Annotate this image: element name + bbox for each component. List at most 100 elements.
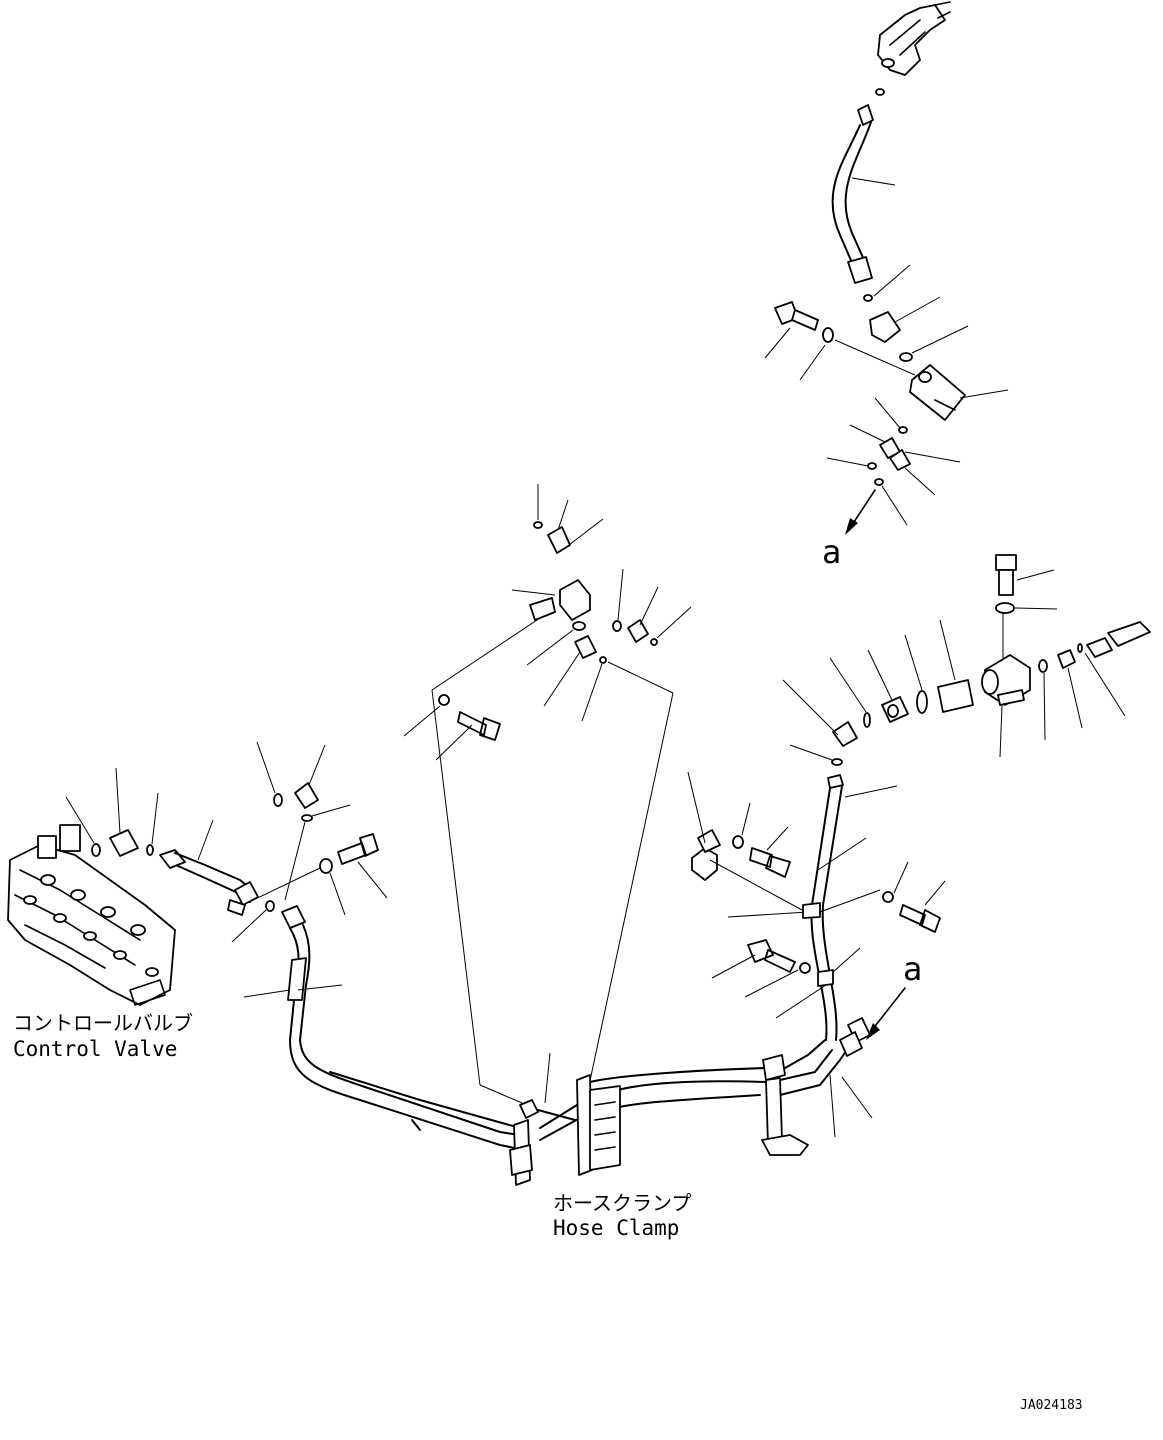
- leader-washer-clamp-right: [893, 861, 909, 894]
- o-ring-left-mid: [301, 814, 313, 822]
- leader-cap-nut: [867, 649, 893, 701]
- leader-hose-fitting-right: [1084, 652, 1126, 717]
- hose-clamp-label-en: Hose Clamp: [553, 1216, 679, 1240]
- leader-elbow-left-top: [308, 744, 326, 786]
- hose-clamp-right-upper: [802, 902, 821, 919]
- leader-elbow-block-left: [849, 424, 886, 443]
- washer-right: [995, 602, 1015, 614]
- washer-mid-right: [732, 835, 744, 849]
- leader-block-bolt: [834, 339, 916, 376]
- leader-washer-right: [1014, 607, 1058, 610]
- pipe-left: [159, 849, 259, 916]
- leader-washer-center: [403, 705, 441, 737]
- leader-bolt-upper-left: [764, 327, 791, 359]
- hose-fitting-right: [1086, 621, 1151, 658]
- leader-washer-clamp: [819, 889, 881, 913]
- leader-o-ring-element: [904, 634, 923, 691]
- bracket-mid-right: [691, 829, 721, 881]
- leader-o-ring-left-valve: [65, 796, 95, 844]
- leader-hose-fitting-center: [544, 1052, 551, 1104]
- elbow-block-right: [889, 449, 911, 471]
- reference-line-center-d: [431, 689, 481, 1086]
- filter-housing: [981, 654, 1031, 706]
- leader-o-ring-left-top: [256, 741, 276, 794]
- valve-block: [909, 364, 966, 421]
- elbow-left-valve: [109, 829, 139, 857]
- connector-a-label-top: a: [822, 533, 841, 571]
- reference-line-center-a: [431, 617, 541, 691]
- o-ring-center-1: [612, 620, 622, 632]
- reference-line-left: [284, 821, 306, 901]
- leader-filter-element: [939, 619, 956, 681]
- leader-o-ring-lower-right: [789, 744, 833, 761]
- leader-main-hose-sleeve: [297, 984, 343, 991]
- leader-o-ring-block-1: [874, 397, 901, 429]
- elbow-cap: [832, 721, 858, 747]
- bolt-center: [457, 711, 501, 741]
- leader-adapter-filter: [1067, 667, 1083, 729]
- bolt-lower-right: [747, 939, 796, 973]
- washer-center: [438, 694, 450, 706]
- filter-element: [937, 679, 974, 713]
- o-ring-center-2: [650, 638, 658, 646]
- adapter-upper: [869, 311, 901, 343]
- top-elbow-fitting: [877, 1, 951, 76]
- leader-bolt-clamp-right: [924, 880, 946, 906]
- washer-left: [319, 858, 333, 874]
- control-valve-illustration: [7, 824, 176, 1006]
- o-ring-element: [916, 690, 928, 714]
- hose-clamp-right: [761, 1054, 809, 1156]
- leader-elbow-left-valve: [115, 767, 121, 834]
- leader-hose-clamp-right: [829, 1074, 836, 1138]
- o-ring-center-4: [599, 656, 607, 664]
- hose-clamp-label-jp: ホースクランプ: [553, 1191, 691, 1215]
- control-valve-label-jp: コントロールバルブ: [13, 1011, 193, 1035]
- hose-clamp-right-lower: [817, 969, 834, 987]
- leader-bracket-link: [709, 859, 803, 911]
- leader-o-ring-filter: [1043, 672, 1046, 741]
- leader-elbow-cap: [782, 679, 839, 736]
- cap-nut: [881, 696, 909, 723]
- leader-valve-block: [959, 389, 1009, 399]
- leader-hose-clamp-right-lower: [775, 984, 827, 1019]
- leader-washer-upper: [799, 344, 826, 381]
- reference-line-center-b: [607, 661, 674, 694]
- washer-lower-right: [799, 962, 811, 974]
- leader-bolt-mid-right: [766, 826, 789, 851]
- reference-line-center-e: [479, 1084, 523, 1104]
- leader-clamp-bolt: [727, 911, 809, 918]
- washer-upper: [822, 327, 834, 343]
- leader-o-ring-block-3: [881, 485, 908, 526]
- connector-a-label-right: a: [903, 950, 922, 988]
- leader-hose-clamp-right-lower-2: [832, 947, 861, 973]
- leader-elbow-block-right: [904, 451, 961, 463]
- o-ring-adapter: [899, 352, 913, 362]
- adapter-filter: [1057, 649, 1076, 669]
- o-ring-left-valve: [91, 843, 101, 857]
- o-ring-lower-right: [831, 758, 843, 766]
- o-ring-upper: [863, 294, 873, 302]
- elbow-center-right: [627, 619, 649, 643]
- o-ring-left-top: [273, 793, 283, 807]
- leader-block-center: [511, 589, 556, 596]
- leader-washer-mid-right: [741, 802, 751, 836]
- bolt-left: [337, 833, 379, 865]
- leader-elbow-center-lower: [543, 651, 581, 707]
- leader-o-ring-block-2: [826, 457, 869, 467]
- leader-elbow-center-right: [639, 586, 659, 626]
- leader-upper-hose: [851, 177, 896, 186]
- connector-a-arrow-top: [845, 489, 876, 535]
- leader-o-ring-upper: [873, 264, 911, 297]
- leader-right-hose: [844, 785, 898, 798]
- hose-clamp-left: [509, 1119, 533, 1186]
- leader-o-ring-center-2: [656, 606, 692, 639]
- leader-bolt-lower-right: [711, 954, 756, 979]
- hose-fitting-lower-right: [839, 1017, 871, 1057]
- leader-o-ring-cap: [829, 657, 867, 713]
- o-ring-filter: [1038, 659, 1048, 673]
- leader-bracket-mid-right: [687, 771, 706, 844]
- bolt-mid-right: [749, 847, 791, 878]
- o-ring-center-3: [572, 621, 586, 631]
- leader-bolt-center: [435, 724, 473, 761]
- reference-line-left-washer: [246, 867, 321, 904]
